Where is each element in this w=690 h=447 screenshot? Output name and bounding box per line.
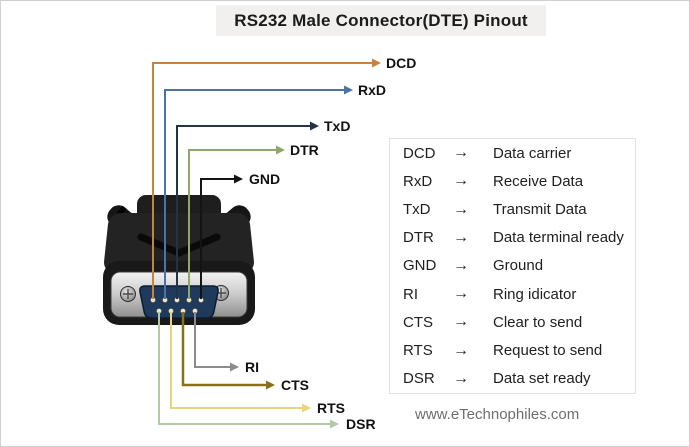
legend-row-gnd: GND → Ground: [390, 252, 635, 280]
right-arrow-icon: →: [453, 200, 469, 218]
label-rxd: RxD: [358, 82, 386, 98]
dsub-pins-top-row: [150, 297, 204, 303]
legend-row-dcd: DCD → Data carrier: [390, 139, 635, 167]
wire-arrowheads: [230, 58, 381, 429]
legend-signal: RTS: [403, 342, 433, 360]
right-arrow-icon: →: [453, 228, 469, 246]
label-ri: RI: [245, 359, 259, 375]
arrow-cts-icon: [266, 380, 275, 390]
legend-desc: Request to send: [493, 342, 603, 360]
legend-row-dtr: DTR → Data terminal ready: [390, 224, 635, 252]
wire-txd: [176, 125, 310, 299]
signal-legend-table: DCD → Data carrier RxD → Receive Data Tx…: [389, 138, 636, 394]
legend-signal: DCD: [403, 144, 436, 162]
legend-desc: Ground: [493, 257, 544, 275]
arrow-dsr-icon: [330, 419, 339, 429]
label-dcd: DCD: [386, 55, 416, 71]
dsub-pins-bottom-row: [156, 308, 198, 314]
arrow-rts-icon: [302, 403, 311, 413]
right-arrow-icon: →: [453, 172, 469, 190]
wire-gnd: [200, 178, 234, 299]
wire-rxd: [164, 89, 344, 299]
legend-signal: DTR: [403, 229, 434, 247]
wire-cts: [181, 312, 266, 387]
label-txd: TxD: [324, 118, 350, 134]
right-arrow-icon: →: [453, 369, 469, 387]
arrow-dtr-icon: [276, 145, 285, 155]
right-arrow-icon: →: [453, 313, 469, 331]
legend-row-rxd: RxD → Receive Data: [390, 167, 635, 195]
legend-desc: Clear to send: [493, 313, 583, 331]
legend-row-dsr: DSR → Data set ready: [390, 365, 635, 393]
legend-desc: Ring idicator: [493, 285, 577, 303]
right-arrow-icon: →: [453, 256, 469, 274]
legend-signal: TxD: [403, 201, 431, 219]
legend-signal: RxD: [403, 172, 433, 190]
wire-ri: [194, 312, 230, 368]
legend-signal: DSR: [403, 370, 435, 388]
label-cts: CTS: [281, 377, 309, 393]
wire-dtr: [188, 149, 276, 299]
page-title: RS232 Male Connector(DTE) Pinout: [216, 5, 546, 36]
connector-left-screw: [120, 286, 136, 302]
right-arrow-icon: →: [453, 341, 469, 359]
legend-signal: RI: [403, 285, 418, 303]
arrow-gnd-icon: [234, 174, 243, 184]
label-dtr: DTR: [290, 142, 319, 158]
right-arrow-icon: →: [453, 144, 469, 162]
db9-connector-photo: [103, 195, 255, 325]
wire-dsr: [158, 312, 330, 425]
arrow-txd-icon: [310, 121, 319, 131]
legend-signal: CTS: [403, 313, 433, 331]
connector-hood-body: [104, 213, 254, 271]
legend-desc: Receive Data: [493, 172, 584, 190]
arrow-rxd-icon: [344, 85, 353, 95]
legend-row-txd: TxD → Transmit Data: [390, 195, 635, 223]
arrow-ri-icon: [230, 362, 239, 372]
legend-row-rts: RTS → Request to send: [390, 337, 635, 365]
arrow-dcd-icon: [372, 58, 381, 68]
wires: [152, 62, 372, 425]
legend-desc: Data carrier: [493, 144, 572, 162]
label-gnd: GND: [249, 171, 280, 187]
legend-desc: Transmit Data: [493, 201, 587, 219]
right-arrow-icon: →: [453, 285, 469, 303]
wire-dcd: [152, 62, 372, 299]
legend-desc: Data set ready: [493, 370, 591, 388]
legend-row-cts: CTS → Clear to send: [390, 308, 635, 336]
legend-row-ri: RI → Ring idicator: [390, 280, 635, 308]
wire-rts: [170, 312, 302, 409]
label-dsr: DSR: [346, 416, 376, 432]
legend-desc: Data terminal ready: [493, 229, 624, 247]
watermark-url: www.eTechnophiles.com: [415, 406, 580, 423]
legend-signal: GND: [403, 257, 437, 275]
label-rts: RTS: [317, 400, 345, 416]
wire-labels: DCD RxD TxD DTR GND RI CTS RTS DSR: [245, 55, 416, 432]
